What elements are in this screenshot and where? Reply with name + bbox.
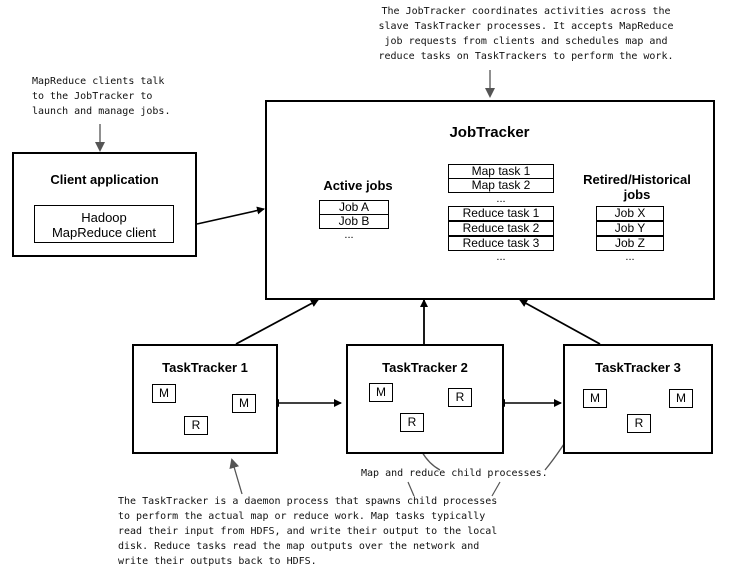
tasktracker-2-box: TaskTracker 2 M R R: [346, 344, 504, 454]
active-jobs-label: Active jobs: [323, 178, 393, 193]
tasktracker-1-box: TaskTracker 1 M M R: [132, 344, 278, 454]
tasktracker-3-box: TaskTracker 3 M M R: [563, 344, 713, 454]
map-task-1: Map task 1: [448, 164, 554, 179]
tt3-to-jobtracker-arrow: [519, 299, 601, 345]
tt1-to-jobtracker-arrow: [235, 299, 319, 345]
tasktracker-1-map-slot: M: [232, 394, 256, 413]
reduce-task-1: Reduce task 1: [448, 206, 554, 221]
tasktracker-1-title: TaskTracker 1: [162, 360, 248, 375]
hadoop-mapreduce-client-box: Hadoop MapReduce client: [34, 205, 174, 243]
child-processes-note: Map and reduce child processes.: [361, 468, 548, 479]
client-note-line: launch and manage jobs.: [32, 106, 171, 117]
jobtracker-box: JobTracker Active jobs Job A Job B ... M…: [265, 100, 715, 300]
tasktracker-note-line: write their outputs back to HDFS.: [118, 556, 317, 567]
jobtracker-note-line: reduce tasks on TaskTrackers to perform …: [378, 51, 674, 62]
client-to-jobtracker-arrow: [196, 206, 265, 225]
child-note-tick-left: [407, 481, 415, 497]
client-note: MapReduce clients talk to the JobTracker…: [32, 74, 170, 119]
tasktracker-2-reduce-slot: R: [448, 388, 472, 407]
tasktracker-3-map-slot: M: [583, 389, 607, 408]
tasktracker-note-line: disk. Reduce tasks read the map outputs …: [118, 541, 480, 552]
retired-job-x: Job X: [596, 206, 664, 221]
tasktracker-1-reduce-slot: R: [184, 416, 208, 435]
child-note-tick-right: [491, 481, 501, 497]
client-application-title: Client application: [50, 172, 159, 187]
active-job-b: Job B: [319, 214, 389, 229]
reduce-task-3: Reduce task 3: [448, 236, 554, 251]
tasktracker-2-map-slot: M: [369, 383, 393, 402]
jobtracker-note-line: slave TaskTracker processes. It accepts …: [378, 21, 674, 32]
retired-jobs-more: ...: [625, 251, 635, 263]
tasktracker-note-line: The TaskTracker is a daemon process that…: [118, 496, 498, 507]
reduce-tasks-more: ...: [496, 251, 506, 263]
tasktracker-1-map-slot: M: [152, 384, 176, 403]
client-inner-line: MapReduce client: [51, 225, 157, 240]
tasktracker-note: The TaskTracker is a daemon process that…: [118, 494, 497, 569]
retired-jobs-label-line: jobs: [623, 187, 651, 202]
jobtracker-note-line: job requests from clients and schedules …: [384, 36, 668, 47]
jobtracker-title: JobTracker: [449, 124, 530, 141]
client-note-line: MapReduce clients talk: [32, 76, 165, 87]
map-tasks-more: ...: [496, 193, 506, 205]
client-application-box: Client application Hadoop MapReduce clie…: [12, 152, 197, 257]
tasktracker-3-map-slot: M: [669, 389, 693, 408]
tasktracker-3-title: TaskTracker 3: [595, 360, 681, 375]
client-note-line: to the JobTracker to: [32, 91, 153, 102]
tasktracker-note-line: to perform the actual map or reduce work…: [118, 511, 486, 522]
retired-jobs-label: Retired/Historical jobs: [572, 172, 702, 202]
active-jobs-more: ...: [344, 229, 354, 241]
tasktracker-3-reduce-slot: R: [627, 414, 651, 433]
tasktracker-note-line: read their input from HDFS, and write th…: [118, 526, 498, 537]
map-task-2: Map task 2: [448, 178, 554, 193]
retired-job-z: Job Z: [596, 236, 664, 251]
tasktracker-2-reduce-slot: R: [400, 413, 424, 432]
tasktracker-2-title: TaskTracker 2: [382, 360, 468, 375]
active-job-a: Job A: [319, 200, 389, 215]
jobtracker-note: The JobTracker coordinates activities ac…: [346, 4, 706, 64]
tasktracker-note-pointer: [229, 458, 243, 495]
retired-job-y: Job Y: [596, 221, 664, 236]
client-inner-line: Hadoop: [81, 210, 127, 225]
retired-jobs-label-line: Retired/Historical: [583, 172, 691, 187]
reduce-task-2: Reduce task 2: [448, 221, 554, 236]
jobtracker-note-line: The JobTracker coordinates activities ac…: [381, 6, 671, 17]
